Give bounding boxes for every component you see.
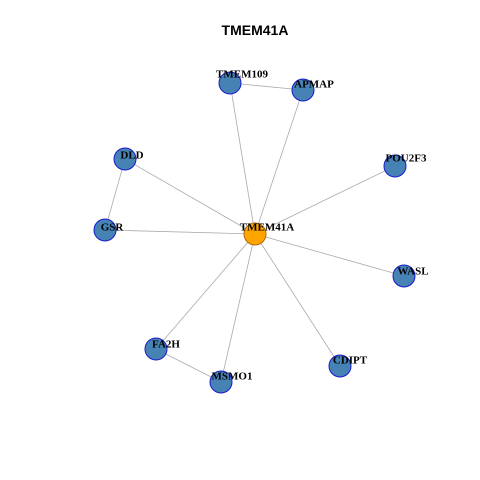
node-gsr[interactable]	[93, 218, 117, 242]
edge-tmem41a-cdipt	[254, 233, 341, 367]
edge-fa2h-msmo1	[155, 348, 222, 383]
nodes-layer	[93, 71, 416, 394]
node-label-pou2f3: POU2F3	[386, 153, 427, 165]
edge-dld-gsr	[104, 158, 126, 231]
node-label-cdipt: CDIPT	[333, 355, 368, 367]
edge-tmem41a-gsr	[104, 229, 256, 235]
edge-tmem41a-wasl	[254, 233, 405, 277]
node-label-tmem109: TMEM109	[216, 69, 268, 81]
node-msmo1[interactable]	[209, 370, 233, 394]
node-label-wasl: WASL	[397, 266, 428, 278]
edge-tmem41a-msmo1	[220, 233, 256, 383]
node-tmem109[interactable]	[218, 71, 242, 95]
node-pou2f3[interactable]	[383, 154, 407, 178]
node-label-apmap: APMAP	[294, 79, 334, 91]
node-apmap[interactable]	[291, 78, 315, 102]
node-label-fa2h: FA2H	[152, 339, 180, 351]
edge-tmem109-apmap	[229, 82, 304, 91]
node-label-msmo1: MSMO1	[212, 371, 253, 383]
edge-tmem41a-pou2f3	[254, 165, 396, 235]
node-fa2h[interactable]	[144, 337, 168, 361]
node-dld[interactable]	[113, 147, 137, 171]
node-cdipt[interactable]	[328, 354, 352, 378]
edge-tmem41a-dld	[124, 158, 256, 235]
node-tmem41a[interactable]	[243, 222, 267, 246]
edge-tmem41a-fa2h	[155, 233, 256, 350]
edge-tmem41a-apmap	[254, 89, 304, 235]
diagram-title: TMEM41A	[222, 22, 289, 38]
node-wasl[interactable]	[392, 264, 416, 288]
node-label-tmem41a: TMEM41A	[240, 222, 294, 234]
edges-layer	[104, 82, 405, 383]
node-label-dld: DLD	[120, 150, 143, 162]
node-label-gsr: GSR	[101, 222, 125, 234]
edge-tmem41a-tmem109	[229, 82, 256, 235]
